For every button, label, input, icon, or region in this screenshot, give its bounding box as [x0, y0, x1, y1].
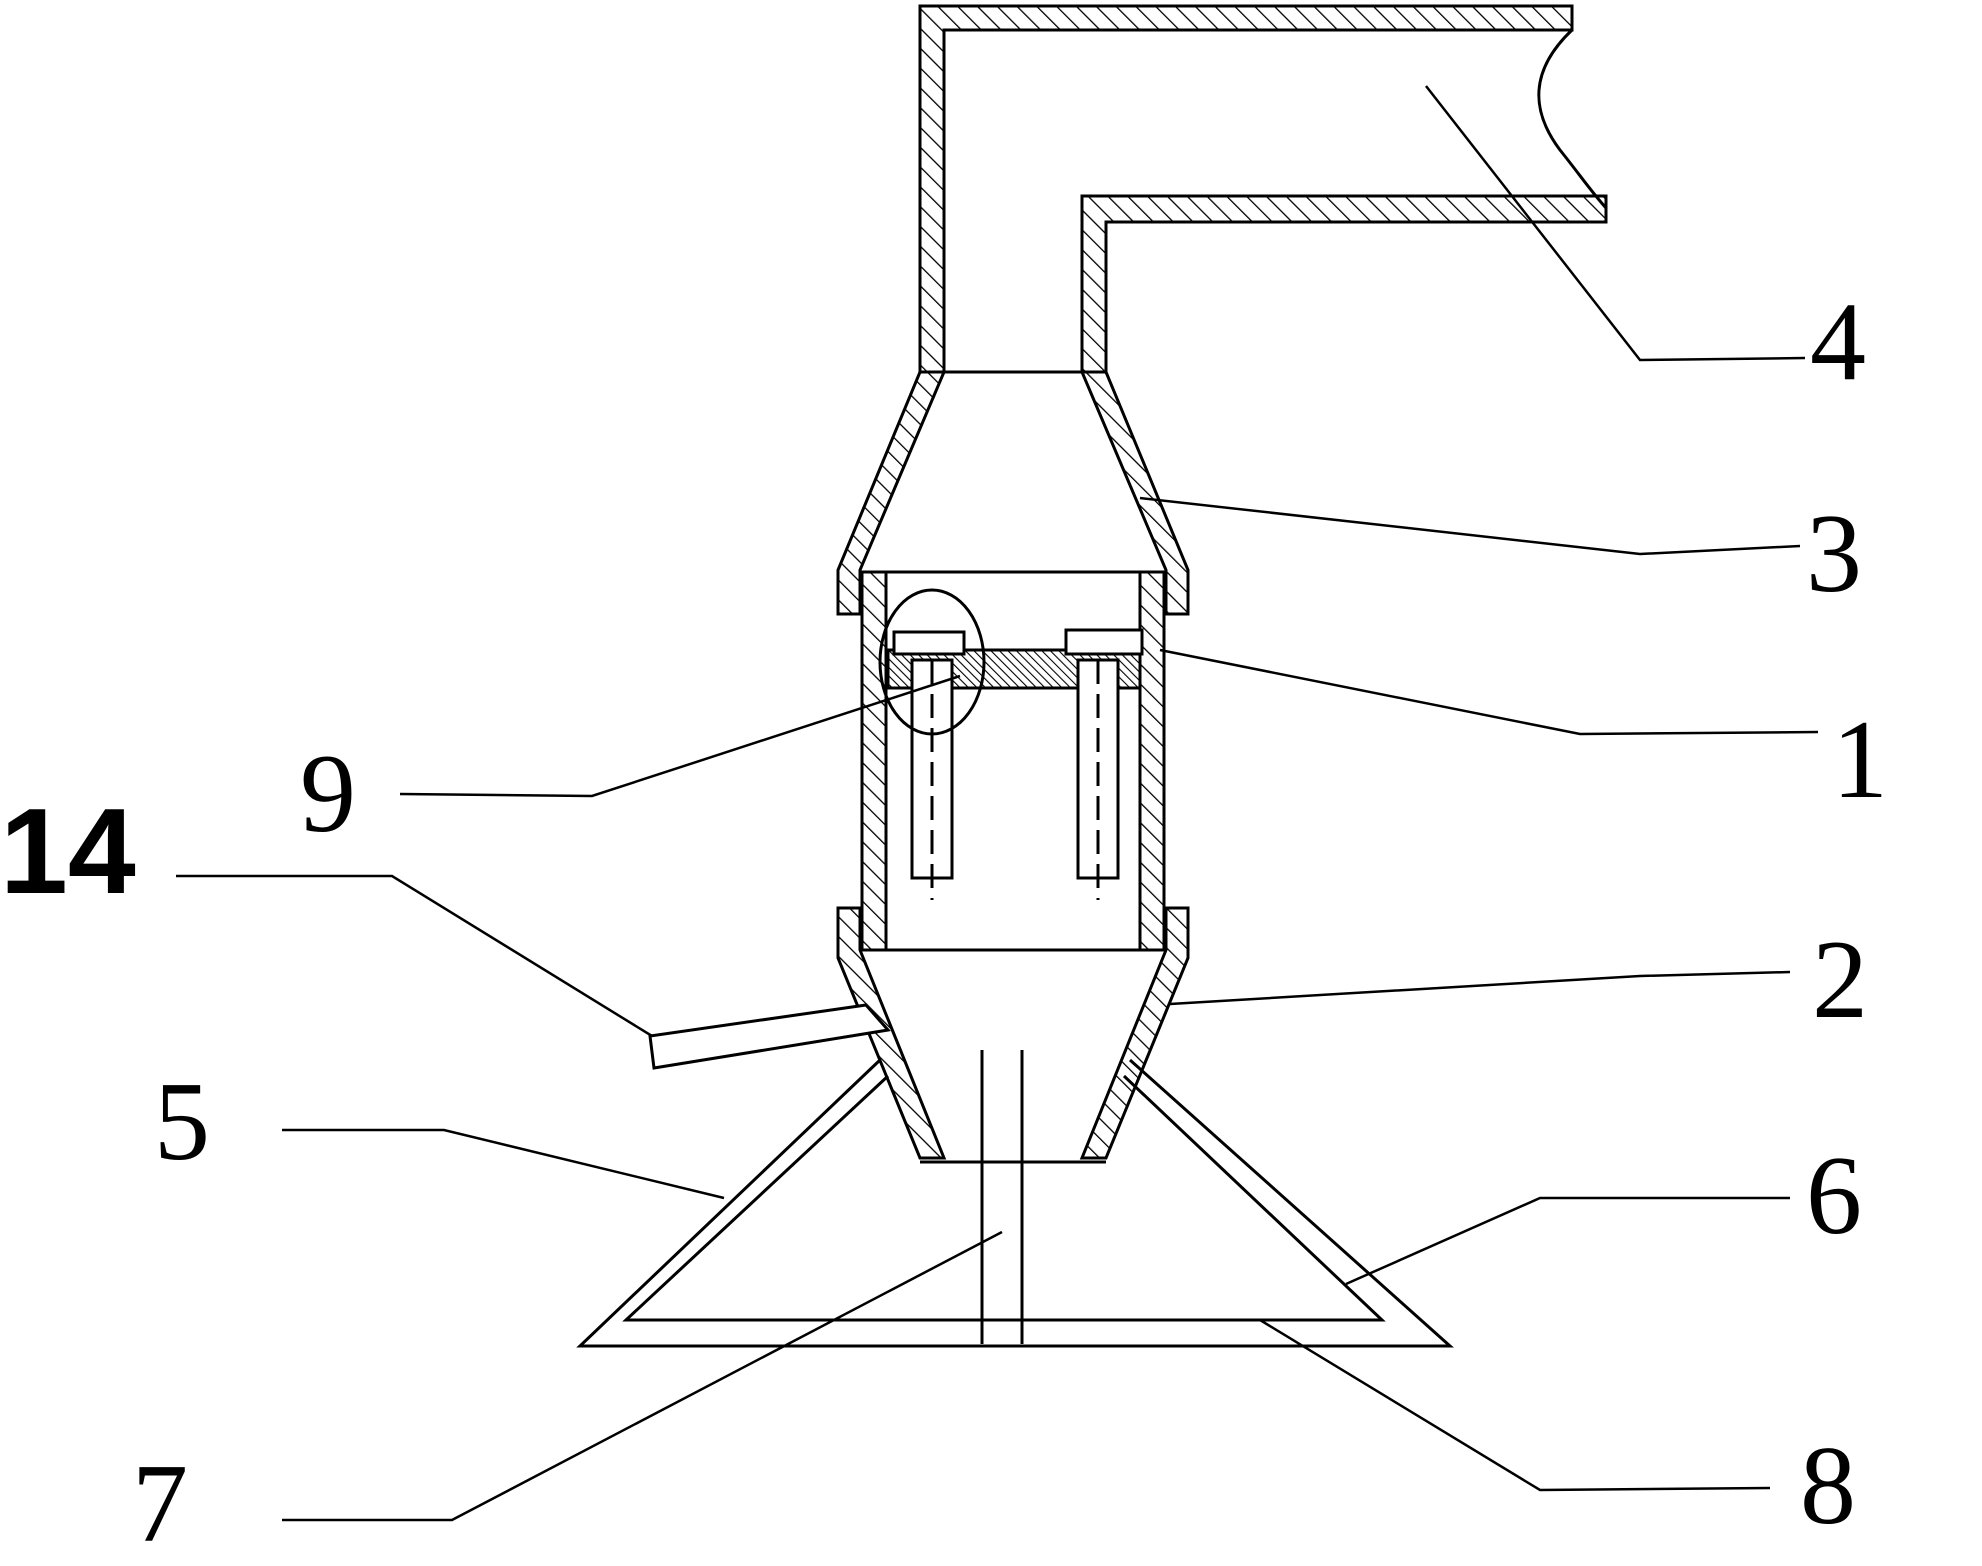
side-branch-pipe [648, 1003, 891, 1070]
right-bolt-head [1064, 628, 1144, 656]
callout-label-3: 3 [1806, 492, 1862, 616]
detail-circle [878, 588, 986, 736]
leader-8 [1259, 1318, 1771, 1492]
leader-2 [1169, 970, 1791, 1006]
body-right-wall [1138, 570, 1166, 952]
leader-4 [1425, 85, 1806, 362]
inlet-pipe-inner-wall [1080, 194, 1608, 374]
lower-cone-right-wall [1079, 906, 1190, 1160]
left-bolt-head [892, 630, 966, 656]
callout-label-6: 6 [1806, 1134, 1862, 1258]
pipe-break-line [1537, 28, 1608, 209]
callout-label-4: 4 [1810, 280, 1866, 404]
leader-7 [282, 1230, 1003, 1522]
callout-label-9: 9 [300, 732, 356, 856]
leader-14 [176, 874, 653, 1038]
leader-5 [282, 1128, 725, 1200]
callout-label-2: 2 [1812, 918, 1868, 1042]
body-left-wall [860, 570, 888, 952]
leader-1 [1159, 648, 1819, 736]
callout-label-5: 5 [154, 1060, 210, 1184]
callout-label-14: 14 [0, 783, 136, 919]
inlet-pipe-outer-wall [918, 4, 1574, 374]
callout-label-8: 8 [1800, 1424, 1856, 1548]
callout-label-1: 1 [1832, 698, 1888, 822]
distributor-frame-outer [576, 1058, 1454, 1348]
distributor-frame-inner [622, 1074, 1386, 1322]
sieve-assembly [878, 588, 1144, 900]
leader-3 [1139, 496, 1801, 556]
callout-label-7: 7 [132, 1442, 188, 1566]
upper-cone-right-wall [1079, 370, 1190, 616]
upper-cone-left-wall [836, 370, 947, 616]
lower-cone-left-wall [836, 906, 947, 1160]
leader-6 [1345, 1196, 1790, 1286]
leader-9 [399, 674, 961, 798]
